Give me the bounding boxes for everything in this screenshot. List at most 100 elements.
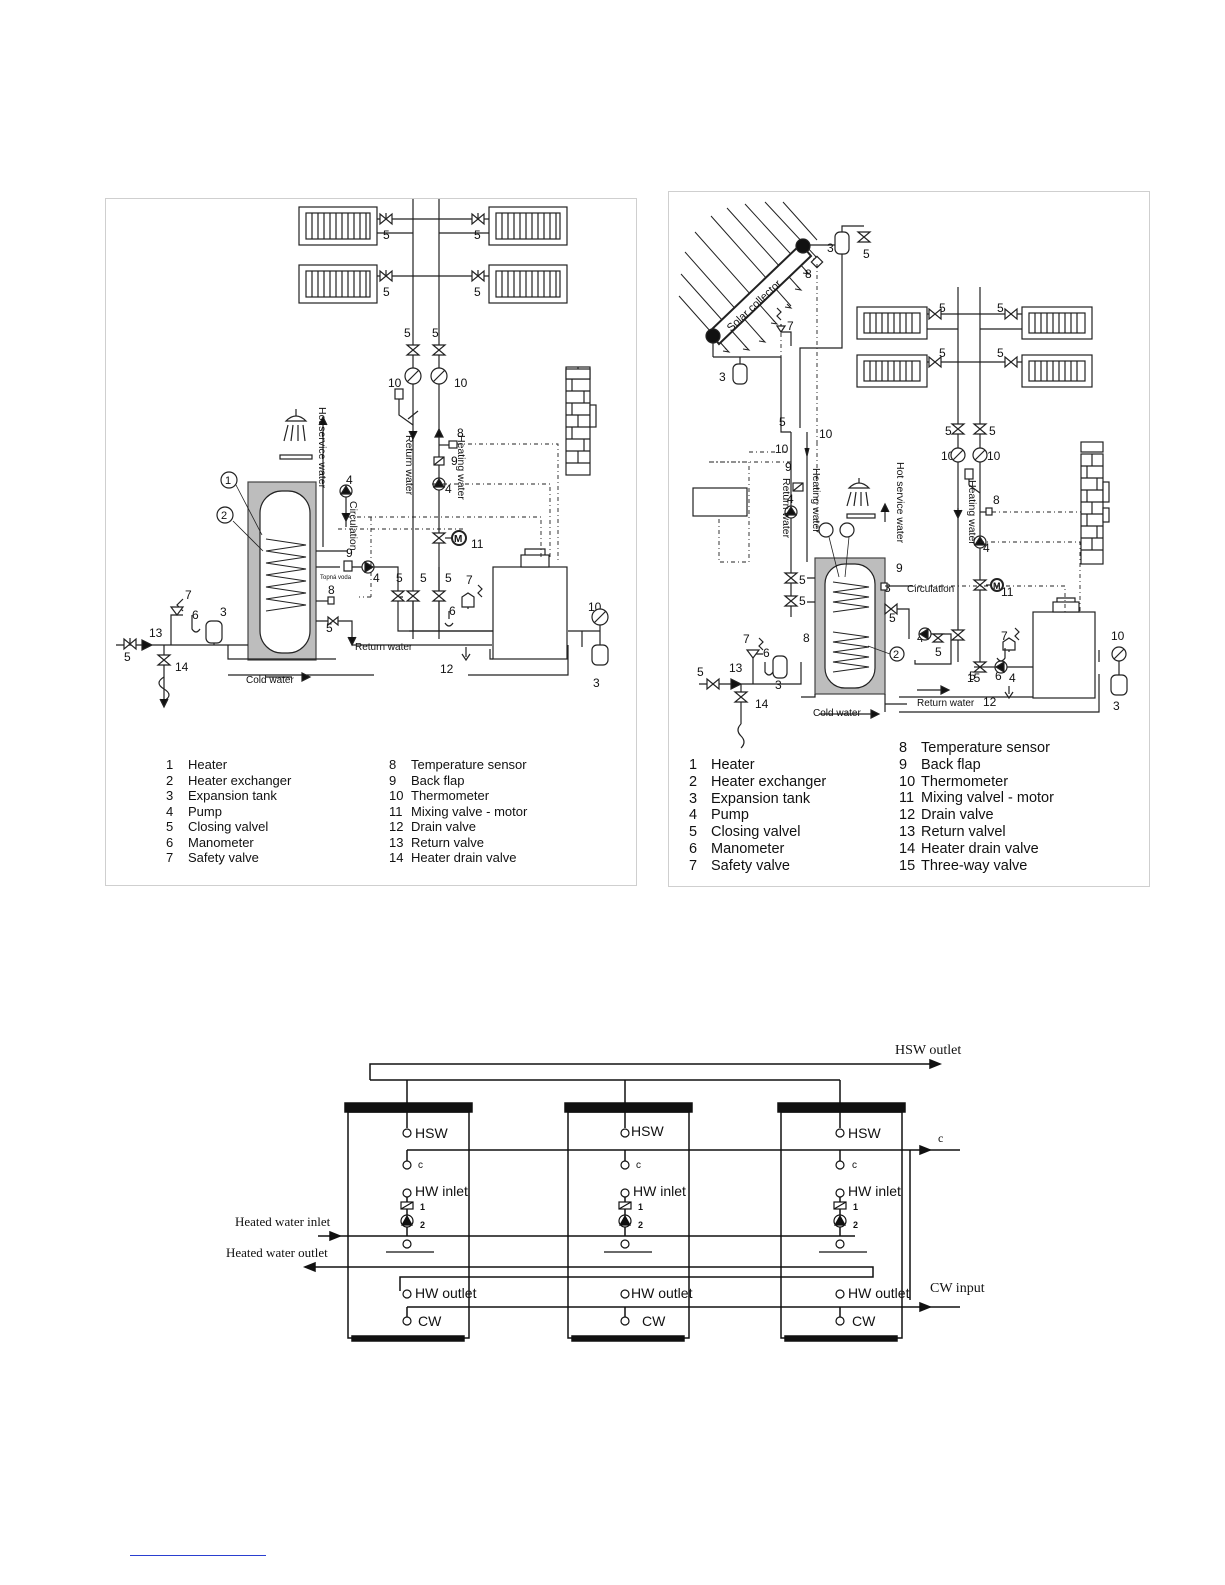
svg-text:7: 7 [185, 588, 192, 602]
radiator [298, 264, 378, 304]
storage-tank [564, 1102, 693, 1342]
svg-text:Return water: Return water [355, 642, 413, 653]
svg-text:11: 11 [471, 537, 484, 551]
closing-valve-icon [733, 691, 749, 703]
svg-text:14: 14 [175, 660, 189, 674]
mark-1: 1 [420, 1202, 425, 1212]
pump-icon [994, 660, 1008, 674]
port-hw-outlet-label: HW outlet [631, 1285, 693, 1301]
svg-text:8: 8 [805, 267, 812, 281]
closing-valve-icon [1004, 307, 1018, 321]
svg-text:Cold water: Cold water [246, 675, 294, 686]
radiator [488, 264, 568, 304]
mixing-valve-icon [431, 532, 447, 544]
svg-text:9: 9 [785, 460, 792, 474]
port-cw-label: CW [418, 1313, 442, 1329]
three-way-valve-icon [972, 661, 988, 673]
svg-text:13: 13 [149, 626, 163, 640]
footnote-separator [130, 1555, 266, 1556]
closing-valve-icon [1004, 355, 1018, 369]
svg-text:6: 6 [763, 646, 770, 660]
pump-icon [973, 535, 987, 549]
closing-valve-icon [379, 269, 393, 283]
svg-text:4: 4 [983, 541, 990, 555]
svg-text:5: 5 [432, 326, 439, 340]
closing-valve-icon [471, 212, 485, 226]
port-hsw-label: HSW [415, 1125, 448, 1141]
svg-text:5: 5 [326, 621, 333, 635]
svg-text:13: 13 [729, 661, 743, 675]
port-cw-label: CW [642, 1313, 666, 1329]
svg-text:Return water: Return water [917, 698, 975, 709]
svg-text:8: 8 [803, 631, 810, 645]
svg-text:15: 15 [967, 671, 981, 685]
port-hw-inlet-label: HW inlet [415, 1183, 468, 1199]
storage-tank [344, 1102, 473, 1342]
pump-icon [432, 477, 446, 491]
svg-text:5: 5 [420, 571, 427, 585]
svg-text:7: 7 [743, 632, 750, 646]
svg-text:5: 5 [889, 611, 896, 625]
svg-text:7: 7 [466, 573, 473, 587]
svg-text:10: 10 [388, 376, 402, 390]
svg-text:Solar collector: Solar collector [725, 278, 784, 335]
svg-text:5: 5 [945, 424, 952, 438]
svg-text:8: 8 [328, 583, 335, 597]
closing-valve-icon [379, 212, 393, 226]
mark-2: 2 [638, 1220, 643, 1230]
port-c-label: c [852, 1160, 857, 1171]
heated-water-outlet-label: Heated water outlet [226, 1245, 328, 1260]
closing-valve-icon [390, 590, 406, 602]
svg-text:Cold water: Cold water [813, 708, 861, 719]
closing-valve-icon [856, 231, 872, 243]
svg-text:Return water: Return water [780, 478, 792, 539]
svg-text:2: 2 [221, 510, 227, 522]
heater-tank [814, 557, 886, 695]
motor-icon: M [990, 578, 1004, 592]
svg-text:3: 3 [593, 676, 600, 690]
svg-text:Hot service water: Hot service water [894, 462, 906, 544]
svg-text:10: 10 [819, 427, 833, 441]
svg-text:5: 5 [474, 285, 481, 299]
svg-text:3: 3 [827, 241, 834, 255]
port-hsw-label: HSW [848, 1125, 881, 1141]
svg-text:5: 5 [124, 650, 131, 664]
svg-text:5: 5 [969, 669, 976, 683]
c-input-label: c [938, 1131, 943, 1145]
svg-text:9: 9 [346, 546, 353, 560]
motor-icon: M [451, 530, 467, 546]
svg-text:1: 1 [225, 475, 231, 487]
svg-text:6: 6 [192, 608, 199, 622]
svg-text:10: 10 [775, 442, 789, 456]
svg-text:9: 9 [896, 561, 903, 575]
pump-icon [784, 505, 798, 519]
svg-text:Heating water: Heating water [455, 435, 467, 500]
svg-text:5: 5 [997, 301, 1004, 315]
svg-text:3: 3 [1113, 699, 1120, 713]
svg-text:5: 5 [799, 573, 806, 587]
port-hw-inlet-label: HW inlet [848, 1183, 901, 1199]
svg-text:5: 5 [383, 285, 390, 299]
closing-valve-icon [706, 677, 720, 691]
port-c-label: c [636, 1160, 641, 1171]
port-hsw-label: HSW [631, 1123, 664, 1139]
closing-valve-icon [783, 572, 799, 584]
safety-valve-icon [169, 606, 185, 616]
mark-1: 1 [638, 1202, 643, 1212]
